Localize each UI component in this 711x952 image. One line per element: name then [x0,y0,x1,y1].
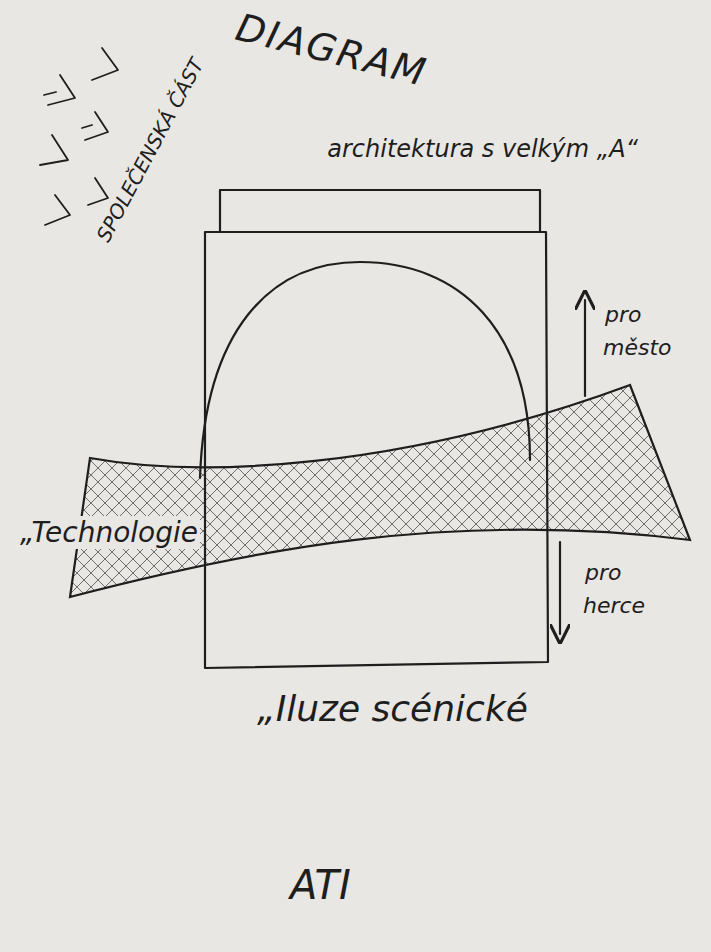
scribble-mark [82,112,108,140]
band-edge [70,385,690,597]
label-text: pro město [603,302,674,360]
label-text: ATI [288,862,353,908]
down-arrow [559,542,561,634]
scribble-mark [40,135,68,165]
diagram-title: DIAGRAM [230,5,434,96]
label-text: „Iluze scénické [255,688,530,729]
heading-note: architektura s velkým „A“ [310,128,640,171]
technology-band: „Technologie [0,370,711,620]
label-text: SPOLEČENSKÁ ČÁST [91,52,210,247]
signature: ATI [288,862,353,908]
scribble-mark [88,178,108,205]
bottom-heading: „Iluze scénické [255,688,530,729]
side-note: SPOLEČENSKÁ ČÁST [91,52,210,247]
label-text: pro herce [583,560,647,618]
scribble-mark [44,75,75,105]
scribble-mark [92,48,118,80]
band-hatching [70,385,690,597]
band-label: „Technologie [18,516,200,549]
direction-note: pro město [603,298,683,364]
title-box: DIAGRAM [230,5,434,96]
margin-scribbles [40,48,118,225]
up-arrow [584,300,586,396]
label-text: architektura s velkým „A“ [325,135,640,163]
back-frame [220,190,540,232]
scribble-mark [45,195,70,225]
band-outline [0,370,711,620]
direction-note: pro herce [583,556,663,622]
